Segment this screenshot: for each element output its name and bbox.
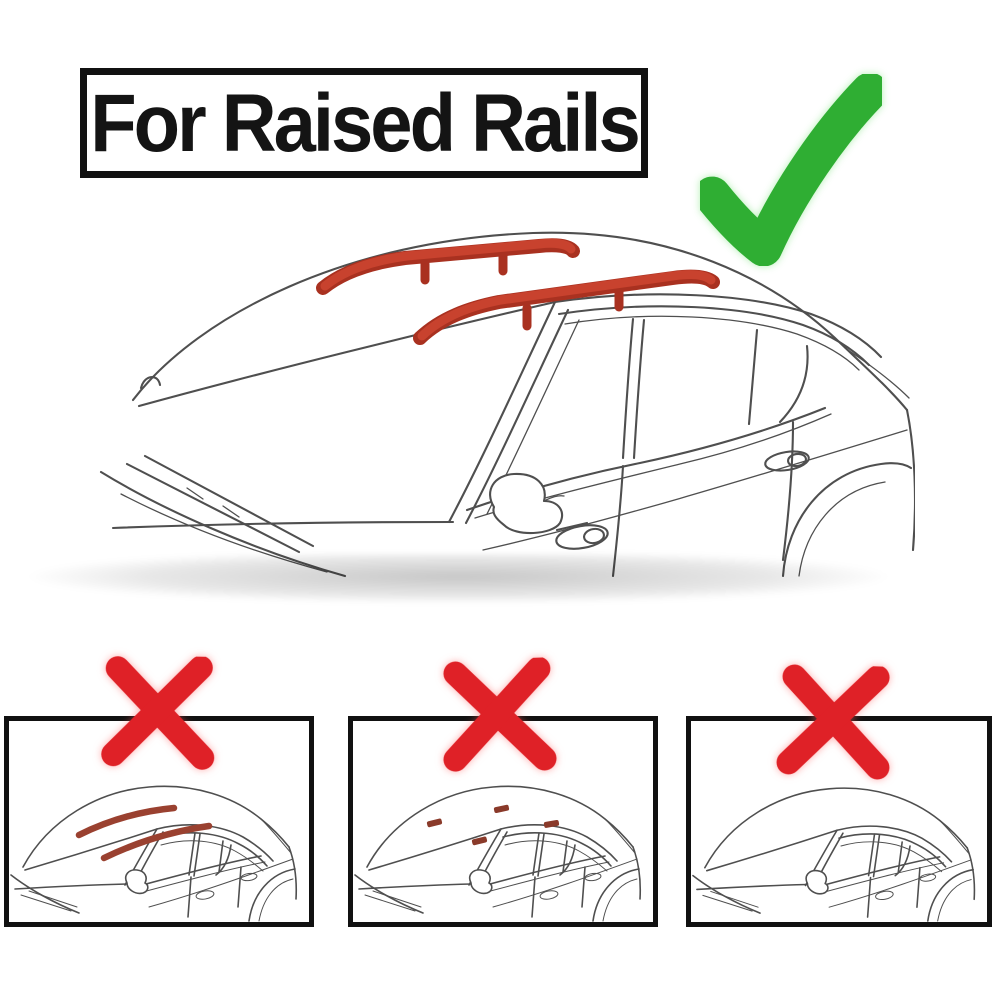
cross-icon	[101, 655, 215, 770]
panel-flush-rails	[4, 716, 314, 927]
cross-icon	[443, 656, 557, 772]
sedan-with-raised-roof-rails	[99, 231, 915, 578]
cross-icon	[776, 664, 890, 780]
page-title: For Raised Rails	[90, 77, 641, 169]
car-shadow	[0, 554, 1000, 608]
sedan-with-flush-rails	[9, 721, 309, 922]
title-box: For Raised Rails	[80, 68, 648, 178]
panel-fixed-points	[348, 716, 658, 927]
check-icon	[700, 74, 882, 266]
sedan-with-fixed-points	[353, 721, 653, 922]
fixed-points-overlay	[426, 804, 560, 846]
raised-roof-rails	[316, 238, 720, 345]
car-line-art	[99, 231, 915, 578]
flush-rails-overlay	[75, 804, 213, 862]
